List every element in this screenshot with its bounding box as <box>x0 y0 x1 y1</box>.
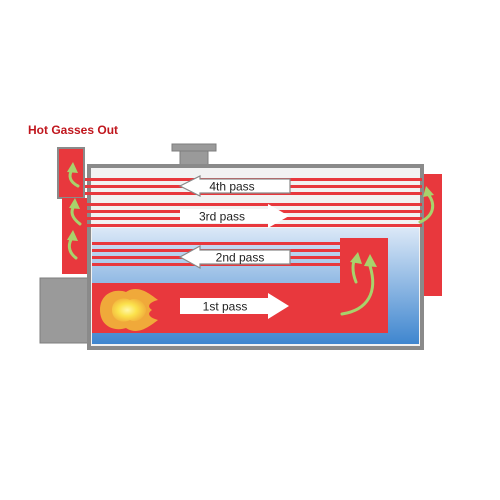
flame-icon <box>100 289 158 331</box>
pass-label-1st: 1st pass <box>203 300 248 314</box>
pass-label-3rd: 3rd pass <box>199 210 245 224</box>
flow-curve-arrow-icon <box>67 162 80 188</box>
top-nozzle <box>179 150 209 167</box>
flow-curve-arrow-icon <box>67 198 82 260</box>
top-nozzle-flange <box>171 143 217 152</box>
pass-arrow-2nd: 2nd pass <box>178 244 291 270</box>
rear-chamber-left <box>62 198 90 274</box>
pass-arrow-3rd: 3rd pass <box>180 204 289 228</box>
turnaround-chamber <box>340 238 388 333</box>
diagram-title: Hot Gasses Out <box>28 123 118 137</box>
pass-arrow-1st: 1st pass <box>180 293 289 319</box>
rear-chamber-right <box>420 174 442 296</box>
burner-housing <box>39 277 91 344</box>
pass-arrow-4th: 4th pass <box>178 175 291 197</box>
pass-label-4th: 4th pass <box>209 180 254 194</box>
flow-curve-arrow-icon <box>418 186 435 224</box>
flow-curve-arrow-icon <box>340 252 377 316</box>
pass-label-2nd: 2nd pass <box>216 251 265 265</box>
